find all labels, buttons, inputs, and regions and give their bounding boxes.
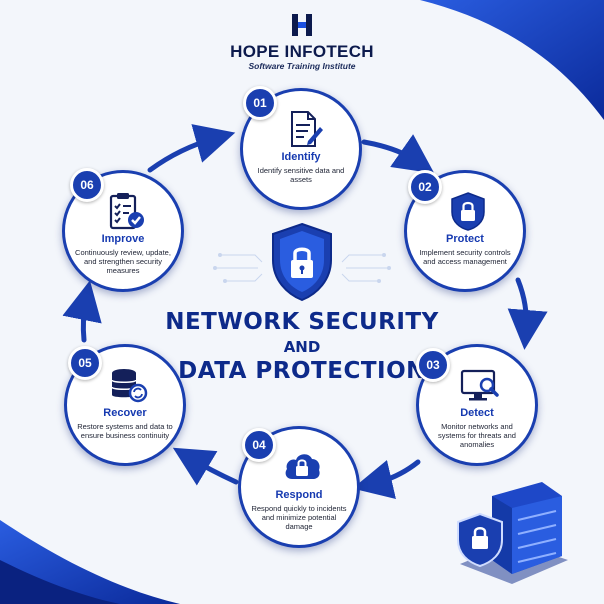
step-description: Monitor networks and systems for threats… (438, 422, 516, 449)
step-description: Identify sensitive data and assets (257, 166, 345, 184)
shield-lock-icon (272, 222, 332, 302)
step-detect: Detect Monitor networks and systems for … (416, 344, 538, 466)
step-number-badge: 01 (243, 86, 277, 120)
title-line-3: DATA PROTECTION (178, 358, 426, 384)
step-description: Respond quickly to incidents and minimiz… (251, 504, 347, 531)
step-description: Continuously review, update, and strengt… (75, 248, 171, 275)
step-description: Implement security controls and access m… (419, 248, 511, 266)
step-title: Protect (446, 233, 484, 245)
step-number-badge: 03 (416, 348, 450, 382)
logo-icon (292, 14, 312, 36)
step-title: Recover (103, 407, 147, 419)
title-line-2: AND (283, 338, 321, 356)
cloud-lock-icon (285, 454, 320, 479)
brand-tagline: Software Training Institute (248, 61, 356, 71)
title-line-1: NETWORK SECURITY (165, 309, 439, 335)
step-description: Restore systems and data to ensure busin… (77, 422, 173, 440)
step-title: Detect (460, 407, 494, 419)
document-pen-icon (291, 111, 323, 147)
step-title: Respond (275, 489, 323, 501)
monitor-magnifier-icon (460, 369, 499, 401)
database-restore-icon (111, 369, 148, 403)
shield-lock-icon (451, 192, 485, 231)
clipboard-check-icon (109, 193, 144, 230)
step-number-badge: 02 (408, 170, 442, 204)
server-shield-illustration (457, 482, 568, 584)
brand-logo (0, 12, 604, 43)
step-title: Identify (281, 151, 321, 163)
brand-name: HOPE INFOTECH (230, 42, 374, 61)
step-recover: Recover Restore systems and data to ensu… (64, 344, 186, 466)
step-number-badge: 04 (242, 428, 276, 462)
step-number-badge: 06 (70, 168, 104, 202)
step-number-badge: 05 (68, 346, 102, 380)
step-title: Improve (101, 233, 145, 245)
